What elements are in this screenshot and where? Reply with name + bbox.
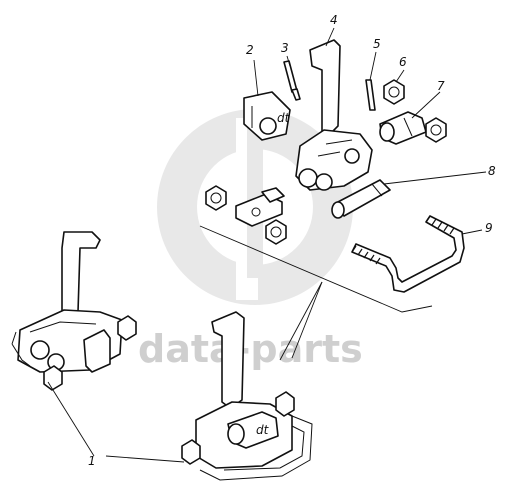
callout-1: 1: [88, 454, 96, 468]
svg-text:dt: dt: [256, 423, 270, 437]
part-small-block: [235, 187, 285, 227]
callout-8: 8: [488, 164, 496, 178]
part-pin: [283, 60, 301, 101]
part-hex-nut-7b: [425, 117, 447, 143]
part-bracket-block: dt: [243, 91, 291, 141]
callout-7: 7: [437, 79, 445, 93]
part-u-bolt-9: [351, 215, 465, 293]
part-cylinder-8: [331, 179, 391, 219]
assembly-right: dt: [181, 311, 313, 481]
callout-2: 2: [246, 43, 254, 57]
part-sleeve-7: [379, 111, 427, 145]
assembly-leader-lines: [199, 225, 433, 361]
callout-3: 3: [281, 41, 289, 55]
part-pin-small: [365, 79, 376, 111]
part-hex-nut-bottom: [265, 219, 287, 245]
callout-labels: 2 3 4 5 6 7 8 9 1: [88, 13, 496, 468]
callout-4: 4: [330, 13, 338, 27]
assembly-left: [11, 231, 137, 391]
callout-5: 5: [373, 37, 381, 51]
part-lever-upper: [295, 39, 373, 191]
callout-leaders: [47, 27, 487, 463]
callout-9: 9: [485, 221, 493, 235]
callout-6: 6: [399, 55, 407, 69]
watermark-text: data-parts: [138, 327, 363, 371]
svg-text:dt: dt: [277, 111, 291, 125]
part-hex-nut-left: [205, 185, 227, 211]
part-hex-nut-6: [383, 79, 405, 105]
